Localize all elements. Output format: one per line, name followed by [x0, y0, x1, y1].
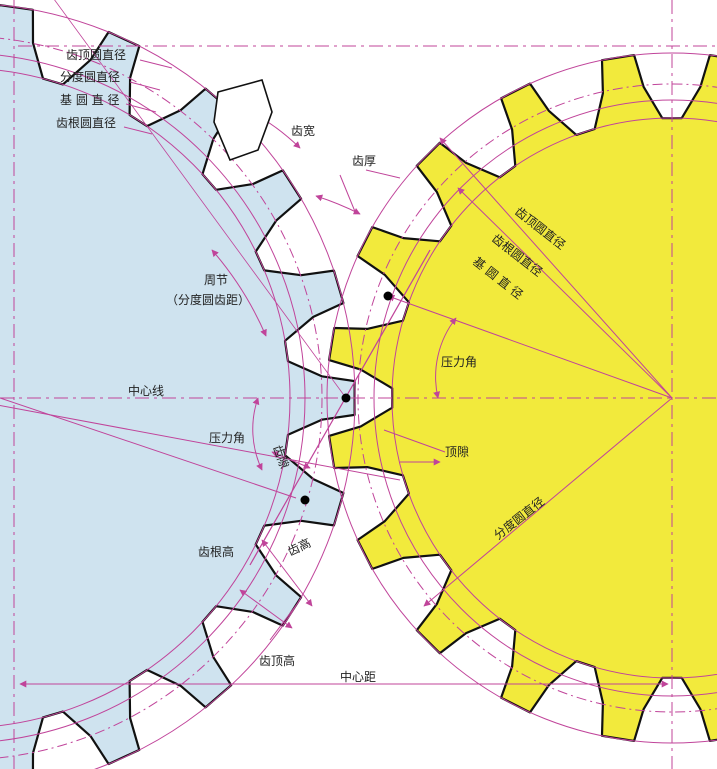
label-tooth-height: 齿高: [285, 535, 313, 559]
label-left-root-diameter: 齿根圆直径: [56, 116, 116, 130]
label-circular-pitch-note: （分度圆齿距）: [166, 292, 250, 307]
left-label-leader-2: [129, 81, 161, 91]
label-center-distance: 中心距: [340, 669, 376, 684]
right-base-radius: [387, 294, 673, 399]
label-tooth-width: 齿宽: [291, 123, 315, 138]
label-addendum: 齿顶高: [259, 653, 295, 668]
label-pressure-angle-right: 压力角: [441, 355, 477, 369]
clearance-leader: [383, 429, 446, 453]
addendum-leader: [269, 599, 301, 641]
right-addendum-radius: [439, 137, 673, 399]
label-left-addendum-diameter: 齿顶圆直径: [66, 48, 126, 62]
label-dedendum: 齿根高: [198, 544, 234, 559]
left-pitch-circle: [0, 37, 323, 759]
left-label-leader-3: [125, 103, 157, 113]
tooth-thickness-leader: [339, 174, 357, 215]
backlash-line: [271, 451, 311, 469]
circular-pitch-arc: [211, 249, 267, 337]
label-clearance: 顶隙: [445, 445, 469, 459]
tooth-thickness-tick: [365, 169, 401, 179]
left-tangent-ref: [54, 0, 347, 399]
pressure-angle-arc-right: [433, 317, 457, 399]
tooth-height-line: [261, 539, 313, 607]
left-label-leader-1: [139, 59, 173, 69]
label-left-pitch-diameter: 分度圆直径: [60, 69, 120, 84]
line-of-action: [249, 249, 431, 566]
left-gear: [0, 3, 356, 769]
tooth-thickness-arc: [315, 194, 361, 215]
label-left-base-diameter: 基 圆 直 径: [60, 93, 119, 107]
right-root-radius: [457, 187, 673, 399]
label-pressure-angle-left: 压力角: [209, 431, 245, 445]
contact-point-upper: [383, 291, 393, 301]
left-label-leader-4: [123, 126, 153, 135]
left-radial-ref: [0, 404, 401, 481]
label-center-line: 中心线: [128, 383, 164, 398]
pressure-angle-arc-left: [252, 397, 263, 471]
label-tooth-thickness: 齿厚: [352, 154, 376, 168]
label-circular-pitch: 周节: [204, 273, 228, 287]
pitch-point: [341, 393, 351, 403]
right-pitch-radius: [423, 397, 673, 607]
tooth-width-illustration: [213, 79, 273, 162]
contact-point-lower: [300, 495, 310, 505]
